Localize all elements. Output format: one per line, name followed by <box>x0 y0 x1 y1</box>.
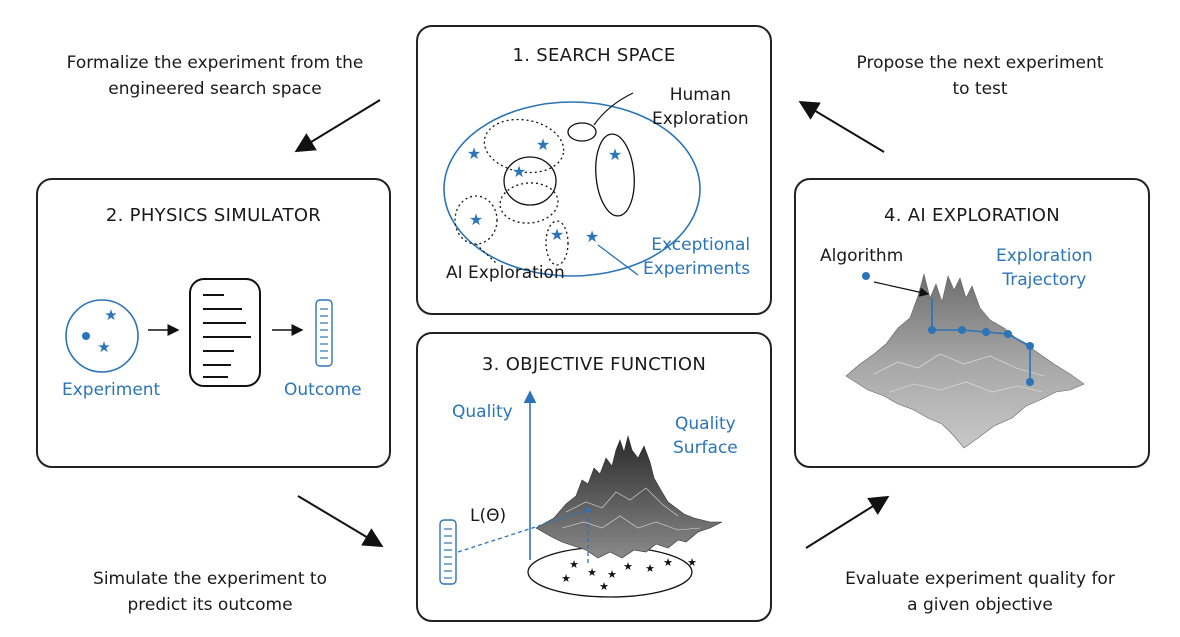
trajectory-point <box>958 326 966 334</box>
star-icon: ★ <box>587 566 597 579</box>
ai-region <box>545 220 569 266</box>
caption-simulate: Simulate the experiment to predict its o… <box>93 569 327 615</box>
panel-objective-function: 3. OBJECTIVE FUNCTION ★ ★ ★ ★ ★ ★ ★ ★ ★ <box>416 332 772 622</box>
algorithm-leader-line <box>873 281 930 297</box>
loss-bar-icon <box>439 519 457 585</box>
star-icon: ★ <box>104 306 117 324</box>
star-icon: ★ <box>663 556 673 569</box>
trajectory-point <box>1026 342 1034 350</box>
panel-ai-exploration: 4. AI EXPLORATION Algorithm Exploration … <box>794 178 1150 468</box>
caption-propose: Propose the next experiment to test <box>856 53 1104 99</box>
exceptional-experiments-label: Exceptional Experiments <box>643 235 751 279</box>
star-icon: ★ <box>608 145 622 164</box>
quality-surface-label: Quality Surface <box>673 414 738 458</box>
caption-formalize: Formalize the experiment from the engine… <box>66 53 364 99</box>
simulator-diagram: ★ ★ <box>65 278 333 387</box>
human-region <box>503 156 557 206</box>
experiment-label: Experiment <box>62 380 161 400</box>
exceptional-leader-line <box>597 244 639 276</box>
star-icon: ★ <box>561 572 571 585</box>
document-icon <box>189 278 261 387</box>
caption-evaluate: Evaluate experiment quality for a given … <box>845 569 1115 615</box>
human-leader-line <box>593 92 634 126</box>
algorithm-label: Algorithm <box>820 246 904 266</box>
panel-search-space: 1. SEARCH SPACE ★ ★ ★ ★ ★ ★ ★ Human Expl… <box>416 25 772 315</box>
trajectory-point <box>982 328 990 336</box>
arrow-to-simulator <box>294 99 381 153</box>
outcome-label: Outcome <box>284 380 362 400</box>
outcome-bar-icon <box>315 299 333 367</box>
star-icon: ★ <box>550 225 564 244</box>
human-region <box>567 122 597 142</box>
star-icon: ★ <box>569 558 579 571</box>
panel-physics-simulator: 2. PHYSICS SIMULATOR ★ ★ Experiment Outc… <box>36 178 391 468</box>
star-icon: ★ <box>469 210 483 229</box>
panel-title: 2. PHYSICS SIMULATOR <box>105 205 322 226</box>
human-exploration-label: Human Exploration <box>652 85 749 129</box>
star-icon: ★ <box>687 556 697 569</box>
ai-exploration-label: AI Exploration <box>446 263 565 283</box>
trajectory-point <box>928 326 936 334</box>
panel-title: 3. OBJECTIVE FUNCTION <box>481 354 707 375</box>
ai-exploration-diagram <box>845 272 1085 449</box>
arrow-to-search-space <box>798 100 885 153</box>
trajectory-point <box>1026 378 1034 386</box>
landscape-surface <box>845 272 1085 449</box>
quality-axis-label: Quality <box>452 402 513 422</box>
star-icon: ★ <box>607 568 617 581</box>
search-space-diagram: ★ ★ ★ ★ ★ ★ ★ <box>443 92 701 277</box>
trajectory-point <box>1004 330 1012 338</box>
star-icon: ★ <box>97 338 110 356</box>
star-icon: ★ <box>467 144 481 163</box>
algorithm-point <box>862 272 870 280</box>
star-icon: ★ <box>599 580 609 593</box>
ai-region <box>499 182 559 224</box>
star-icon: ★ <box>585 227 599 246</box>
star-icon: ★ <box>536 135 550 154</box>
panel-title: 1. SEARCH SPACE <box>512 45 676 66</box>
quality-surface <box>535 434 723 559</box>
search-space-ellipse <box>443 101 701 277</box>
experiment-circle <box>65 299 139 373</box>
star-icon: ★ <box>645 562 655 575</box>
arrow-to-objective <box>297 495 384 548</box>
experiment-point <box>82 332 90 340</box>
exploration-trajectory-label: Exploration Trajectory <box>996 246 1093 290</box>
star-icon: ★ <box>623 560 633 573</box>
surface-point <box>585 507 591 513</box>
human-region <box>595 133 635 217</box>
projection-line <box>457 509 589 553</box>
loss-label: L(Θ) <box>470 506 507 526</box>
objective-diagram: ★ ★ ★ ★ ★ ★ ★ ★ ★ <box>439 390 723 598</box>
star-icon: ★ <box>512 162 526 181</box>
arrow-to-ai-exploration <box>805 495 890 549</box>
panel-title: 4. AI EXPLORATION <box>883 205 1061 226</box>
